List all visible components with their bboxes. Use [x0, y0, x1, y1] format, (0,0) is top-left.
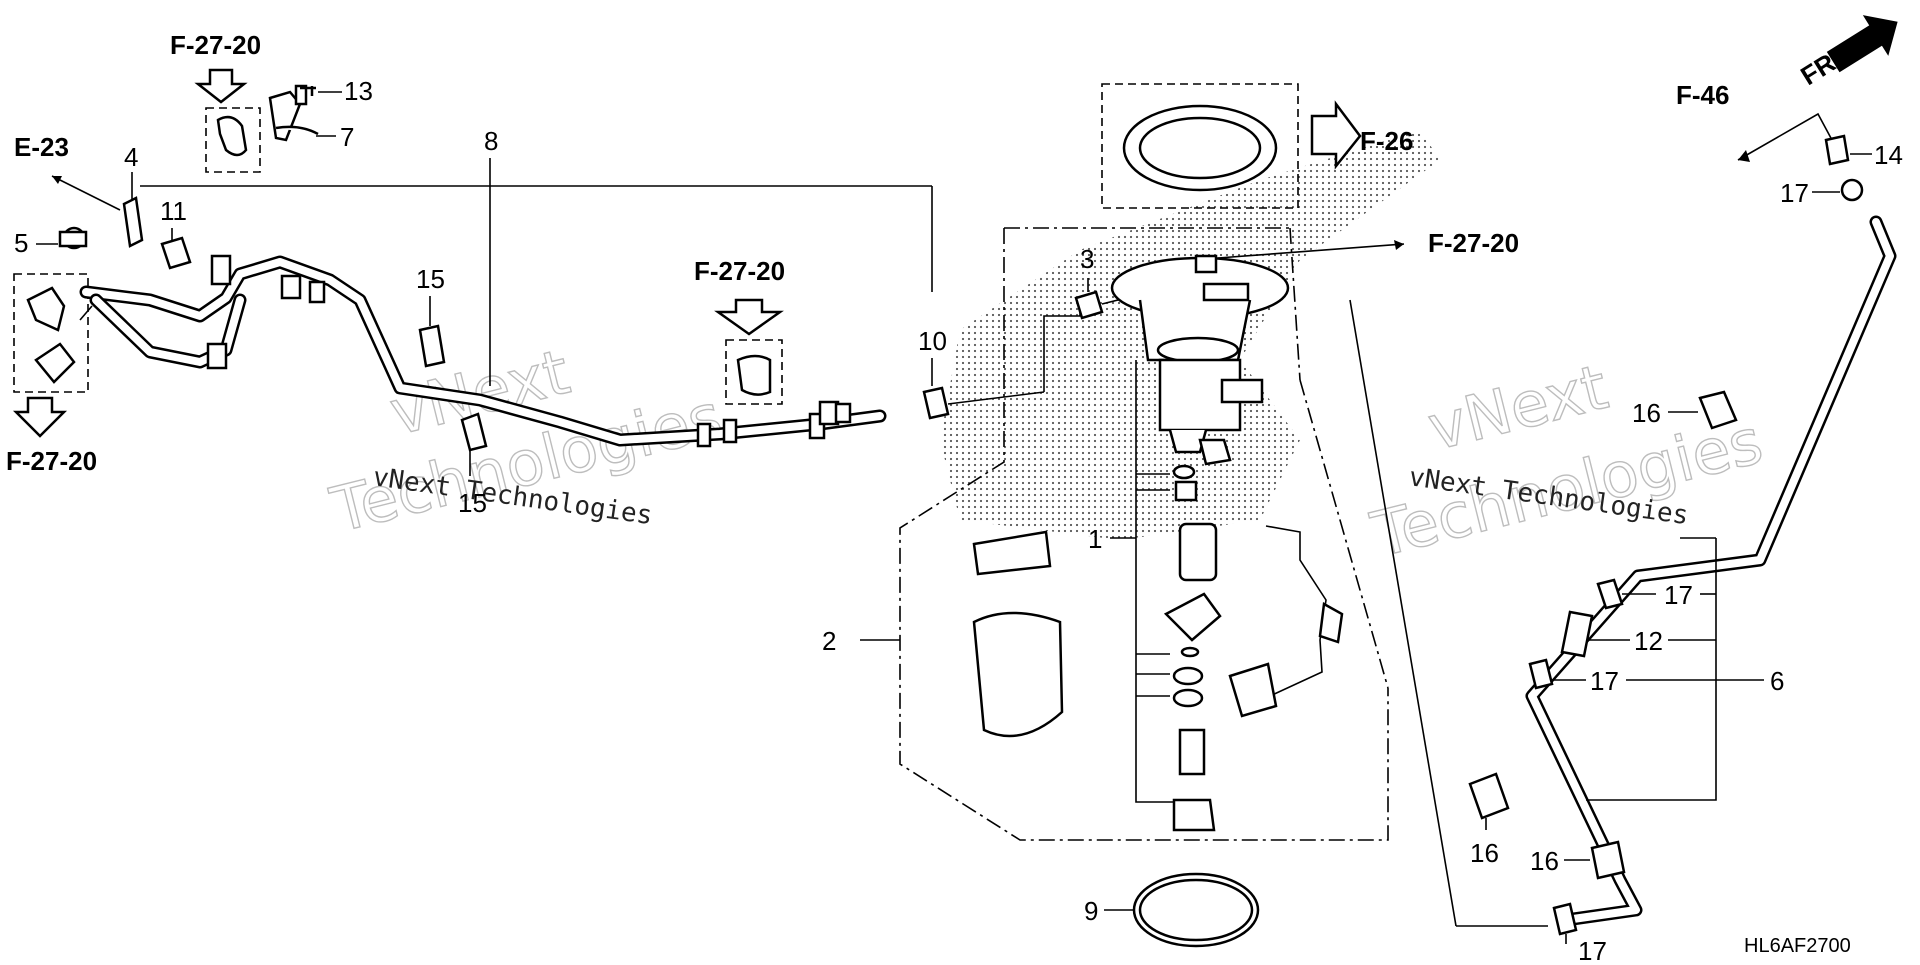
callout-4: 4 — [124, 142, 138, 172]
callout-9: 9 — [1084, 896, 1098, 926]
ref-f27-right[interactable]: F-27-20 — [1428, 228, 1519, 258]
pressure-regulator — [1178, 728, 1206, 776]
pump-module — [1110, 240, 1405, 466]
clamp-part-10 — [922, 386, 950, 420]
ref-e23[interactable]: E-23 — [14, 132, 69, 162]
watermark-right: vNext Technologies — [1364, 349, 1770, 572]
callout-16a: 16 — [1632, 398, 1661, 428]
clip-part-15b — [460, 412, 488, 452]
clip-part-15a — [418, 324, 446, 368]
ref-f27-left[interactable]: F-27-20 — [6, 446, 97, 476]
clip-part-16b — [1468, 772, 1510, 820]
fuel-hose-8 — [79, 254, 887, 448]
front-arrow-icon — [1826, 15, 1898, 73]
callout-16c: 16 — [1530, 846, 1559, 876]
callout-17b: 17 — [1664, 580, 1693, 610]
fuel-level-sender — [1228, 662, 1278, 718]
bracket-7-group — [194, 68, 342, 173]
filter-canister — [972, 611, 1064, 738]
fitting-part-14 — [1824, 134, 1850, 166]
fuel-pump-motor — [1178, 522, 1218, 582]
callout-15a: 15 — [416, 264, 445, 294]
clip-part-4 — [122, 196, 144, 248]
callout-17d: 17 — [1578, 936, 1607, 960]
callout-10: 10 — [918, 326, 947, 356]
callout-14: 14 — [1874, 140, 1903, 170]
ref-f27-top[interactable]: F-27-20 — [170, 30, 261, 60]
callout-2: 2 — [822, 626, 836, 656]
callout-3: 3 — [1080, 244, 1094, 274]
connector-part-12 — [1560, 610, 1594, 658]
callout-17a: 17 — [1780, 178, 1809, 208]
callout-6: 6 — [1770, 666, 1784, 696]
ref-f26[interactable]: F-26 — [1360, 126, 1413, 156]
callout-1: 1 — [1088, 524, 1102, 554]
callout-17c: 17 — [1590, 666, 1619, 696]
callout-7: 7 — [340, 122, 354, 152]
filter-band — [972, 530, 1052, 576]
clamp-part-11 — [160, 236, 192, 270]
callout-16b: 16 — [1470, 838, 1499, 868]
vent-tube-6 — [1525, 215, 1897, 927]
callout-12: 12 — [1634, 626, 1663, 656]
callout-8: 8 — [484, 126, 498, 156]
diagram-code: HL6AF2700 — [1744, 935, 1851, 957]
ref-f27-mid[interactable]: F-27-20 — [694, 256, 785, 286]
clip-part-16c — [1590, 840, 1626, 880]
callout-11: 11 — [160, 196, 187, 226]
callout-15b: 15 — [458, 488, 487, 518]
callout-5: 5 — [14, 228, 28, 258]
assembly-outline-2 — [899, 227, 1389, 841]
callout-13: 13 — [344, 76, 373, 106]
fitting-part-3 — [1074, 290, 1104, 320]
ref-f46[interactable]: F-46 — [1676, 80, 1729, 110]
clip-part-16a — [1698, 390, 1738, 430]
